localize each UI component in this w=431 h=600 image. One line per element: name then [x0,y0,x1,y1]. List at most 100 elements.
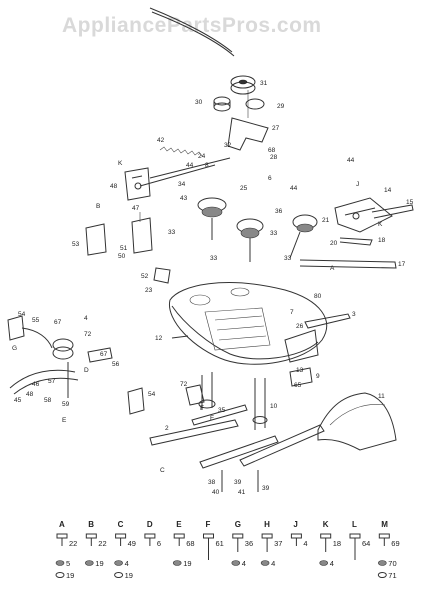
callout-D: C [160,467,165,474]
hardware-extra-number: 19 [95,559,103,568]
callout-labels: 31 30 29 27 68 28 32 42 24 44 8 K 48 34 … [12,80,414,496]
callout-23: 23 [145,287,153,294]
hardware-main-number: 22 [98,539,106,548]
washer-icon [377,560,387,566]
hardware-letter: C [118,520,124,529]
callout-M: K [118,160,123,167]
washer-icon [231,560,241,566]
callout-67b: 67 [100,351,108,358]
callout-20: 20 [330,240,338,247]
callout-26: 26 [296,323,304,330]
hardware-letter: G [235,520,241,529]
hardware-main-number: 64 [362,539,370,548]
hardware-main-number: 6 [157,539,161,548]
callout-48: 48 [110,183,118,190]
washer-icon [114,572,124,578]
callout-33d: 33 [284,255,292,262]
callout-42: 42 [157,137,165,144]
hardware-letter: M [381,520,388,529]
callout-43: 43 [180,195,188,202]
callout-51: 51 [120,245,128,252]
bracket-53 [85,223,107,256]
blade-right [239,424,325,467]
callout-41: 41 [238,489,246,496]
callout-C: B [96,203,100,210]
callout-B: A [330,265,335,272]
spindle-left [197,197,227,240]
hardware-main-number: 69 [391,539,399,548]
bolt-head [203,533,214,539]
callout-44c: 44 [347,157,355,164]
hardware-extra-number: 71 [388,571,396,580]
hardware-main-number: 68 [186,539,194,548]
bracket-54 [127,387,145,415]
callout-30: 30 [195,99,203,106]
callout-59: 59 [62,401,70,408]
hardware-letter: E [176,520,182,529]
callout-48b: 48 [26,391,34,398]
callout-K: J [356,181,359,188]
spindle-right [289,214,318,259]
hardware-letter: K [323,520,329,529]
callout-24: 24 [198,153,206,160]
washer-icon [55,560,65,566]
hardware-extra-number: 4 [330,559,334,568]
bolt-head [56,533,68,539]
callout-67: 67 [54,319,62,326]
hardware-main-number: 61 [216,539,224,548]
callout-8: 8 [205,162,209,169]
hardware-j: J4 [290,520,308,548]
callout-44b: 44 [290,185,298,192]
hardware-extra-number: 4 [271,559,275,568]
callout-80: 72 [84,331,92,338]
bolt-head [144,533,156,539]
tension-spring [159,146,203,157]
hardware-extra-number: 5 [66,559,70,568]
callout-36: 36 [275,208,283,215]
callout-33: 33 [168,229,176,236]
bolt-head [85,533,97,539]
callout-G: F [200,405,204,412]
bolt-head [261,533,273,539]
callout-27: 27 [272,125,280,132]
callout-33b: 33 [270,230,278,237]
callout-53: 53 [72,241,80,248]
washer-icon [172,560,182,566]
callout-6: 6 [268,175,272,182]
bolt-head [320,533,332,539]
hardware-main-number: 37 [274,539,282,548]
discharge-chute-11 [317,392,397,451]
callout-39: 39 [234,479,242,486]
callout-54b: 54 [148,391,156,398]
callout-A: 80 [314,293,322,300]
hardware-extra-number: 4 [125,559,129,568]
callout-17: 17 [398,261,406,268]
callout-33c: 33 [210,255,218,262]
callout-9: 9 [316,373,320,380]
bracket-46 [124,167,151,201]
spindle-center [236,218,264,262]
hardware-extra-number: 19 [125,571,133,580]
hardware-extra-number: 4 [242,559,246,568]
washer-icon [114,560,123,566]
drive-belt [149,7,235,57]
washer-icon [319,560,329,566]
callout-44: 44 [186,162,194,169]
callout-57: 57 [48,378,56,385]
lift-arm-16 [339,237,373,246]
callout-39b: 39 [262,485,270,492]
hardware-f: F61 [203,520,224,560]
lift-arm-17 [299,259,397,269]
hardware-letter: L [352,520,357,529]
hardware-d: D6 [144,520,161,548]
watermark-text: AppliancePartsPros.com [62,14,322,37]
callout-50: 50 [118,253,126,260]
callout-H: G [12,345,17,352]
callout-13: 13 [296,367,304,374]
callout-14: 14 [384,187,392,194]
callout-29: 29 [277,103,285,110]
